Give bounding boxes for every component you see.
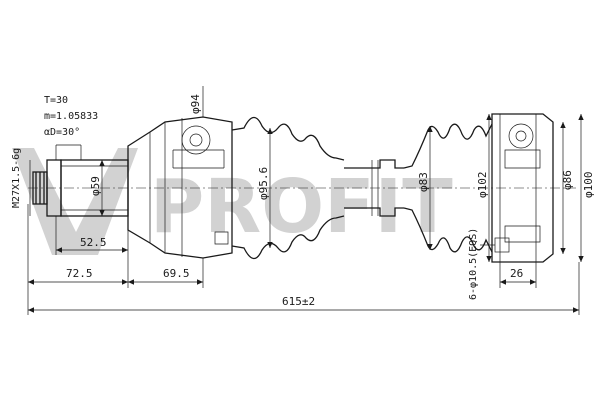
logo-text: PROFIT bbox=[150, 164, 453, 250]
len-26-label: 26 bbox=[510, 267, 523, 280]
bolt-holes-label: 6-φ10.5(EQS) bbox=[468, 228, 479, 300]
len-72-5-label: 72.5 bbox=[66, 267, 93, 280]
outer-boot bbox=[231, 116, 345, 260]
pressure-angle-label: αD=30° bbox=[44, 127, 80, 138]
extension-lines bbox=[27, 204, 580, 315]
d100-label: φ100 bbox=[582, 172, 595, 199]
d94-label: φ94 bbox=[189, 94, 202, 114]
d86-label: φ86 bbox=[561, 170, 574, 190]
d59-label: φ59 bbox=[89, 176, 102, 196]
d83-label: φ83 bbox=[417, 172, 430, 192]
watermark-logo: PROFIT bbox=[12, 148, 453, 255]
thread-spec-label: M27X1.5-6g bbox=[11, 148, 22, 208]
len-52-5-label: 52.5 bbox=[80, 236, 107, 249]
d102-label: φ102 bbox=[476, 172, 489, 199]
len-69-5-label: 69.5 bbox=[163, 267, 190, 280]
threaded-stub bbox=[32, 144, 129, 217]
d95-6-label: φ95.6 bbox=[257, 167, 270, 200]
outer-cv-joint bbox=[127, 116, 233, 259]
module-label: m=1.05833 bbox=[44, 111, 98, 122]
total-length-label: 615±2 bbox=[282, 295, 315, 308]
spline-teeth-label: T=30 bbox=[44, 95, 68, 106]
drive-shaft bbox=[344, 159, 404, 217]
